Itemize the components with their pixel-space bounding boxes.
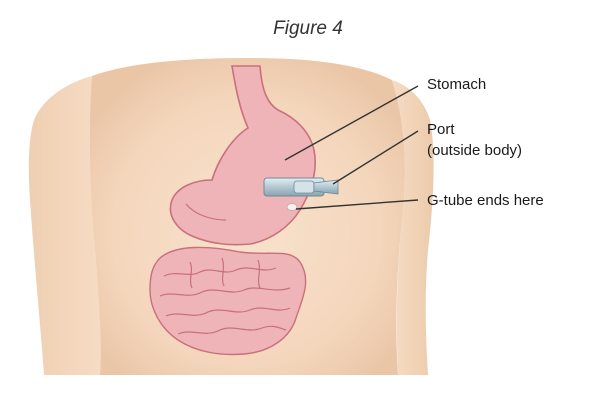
port-label-line2: (outside body): [427, 140, 522, 161]
stomach-label-text: Stomach: [427, 74, 486, 95]
stomach-label: Stomach: [427, 74, 486, 95]
port-label-line1: Port: [427, 119, 522, 140]
port-label: Port (outside body): [427, 119, 522, 161]
gtube-label-text: G-tube ends here: [427, 190, 544, 211]
gtube-label: G-tube ends here: [427, 190, 544, 211]
